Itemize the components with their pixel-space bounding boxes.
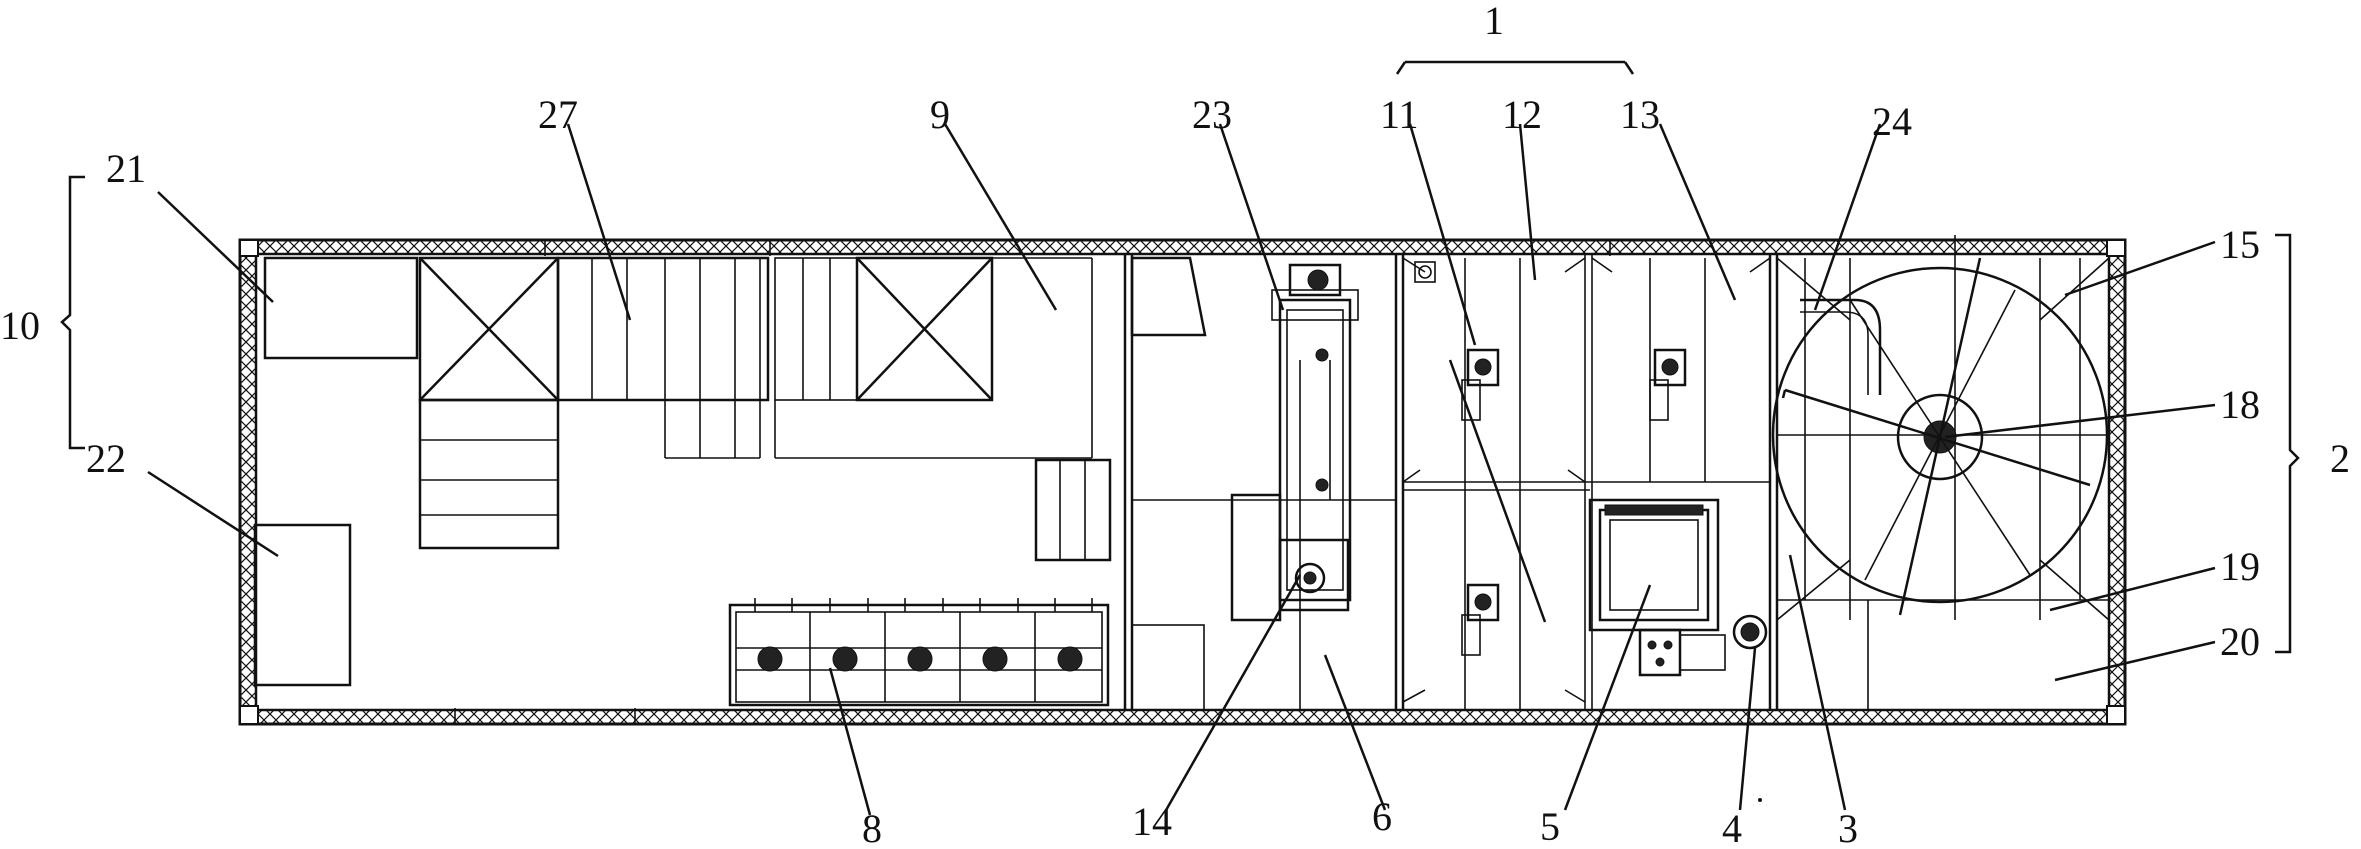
label-14: 14 — [1132, 799, 1172, 844]
label-21: 21 — [106, 146, 146, 191]
left-equipment-room — [253, 256, 1112, 707]
steps — [418, 398, 560, 550]
equipment-22-box — [253, 523, 352, 687]
label-19: 19 — [2220, 544, 2260, 589]
container-outer-wall — [238, 238, 2127, 726]
label-15: 15 — [2220, 222, 2260, 267]
slatted-racks-27 — [556, 256, 1092, 459]
hoist-23 — [1271, 263, 1359, 612]
label-9: 9 — [930, 92, 950, 137]
label-12: 12 — [1502, 92, 1542, 137]
label-3: 3 — [1838, 806, 1858, 849]
label-10: 10 — [0, 303, 40, 348]
label-4: 4 — [1722, 806, 1742, 849]
label-22: 22 — [86, 436, 126, 481]
label-20: 20 — [2220, 619, 2260, 664]
pump-4 — [1732, 614, 1768, 650]
label-1: 1 — [1484, 0, 1504, 43]
label-2: 2 — [2330, 436, 2350, 481]
leader-lines — [60, 60, 2300, 816]
section-1-room — [1402, 254, 1771, 710]
label-18: 18 — [2220, 382, 2260, 427]
fan-room-2 — [1771, 235, 2110, 710]
small-steps — [1034, 458, 1112, 562]
equipment-21-box — [263, 256, 419, 360]
crossed-box-right — [855, 256, 1093, 458]
label-6: 6 — [1372, 794, 1392, 839]
label-13: 13 — [1620, 92, 1660, 137]
hoist-room — [1130, 256, 1396, 711]
label-8: 8 — [862, 806, 882, 849]
fan-array-8 — [728, 598, 1110, 707]
label-5: 5 — [1540, 804, 1560, 849]
label-24: 24 — [1872, 99, 1912, 144]
machine-5 — [1588, 498, 1726, 677]
label-23: 23 — [1192, 92, 1232, 137]
label-27: 27 — [538, 92, 578, 137]
label-11: 11 — [1380, 92, 1419, 137]
